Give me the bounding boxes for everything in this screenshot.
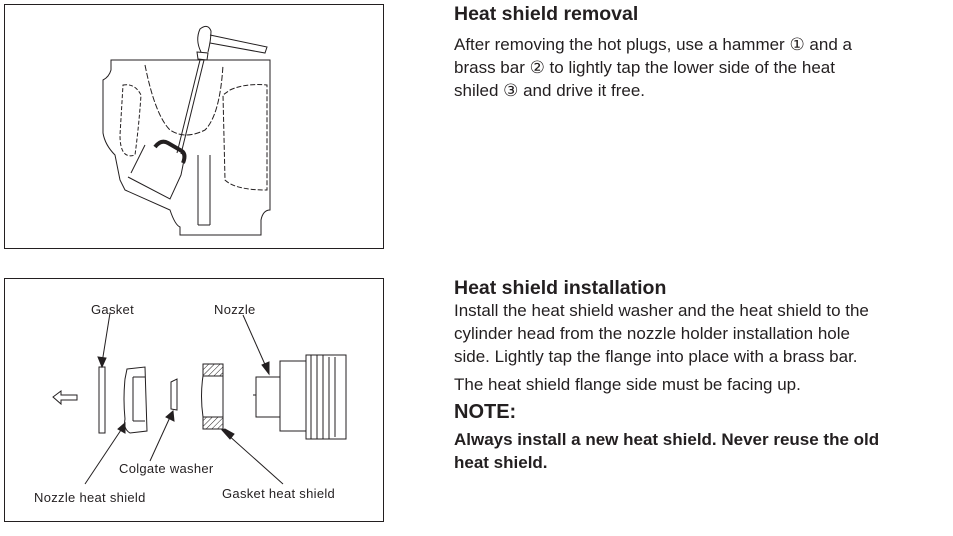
installation-paragraph: Install the heat shield washer and the h…: [454, 299, 949, 368]
removal-paragraph: After removing the hot plugs, use a hamm…: [454, 33, 949, 102]
cylinder-head-hammer-illustration: [102, 25, 271, 236]
exploded-parts-illustration: [52, 312, 347, 485]
paragraph-line: Install the heat shield washer and the h…: [454, 301, 869, 320]
label-nozzle-heat-shield: Nozzle heat shield: [34, 490, 146, 505]
paragraph-line: shiled ③ and drive it free.: [454, 81, 646, 100]
note-line: heat shield.: [454, 452, 548, 472]
heat-shield-installation-section: Heat shield installation Install the hea…: [454, 277, 949, 474]
paragraph-line: brass bar ② to lightly tap the lower sid…: [454, 58, 835, 77]
note-heading: NOTE:: [454, 401, 517, 423]
label-gasket: Gasket: [91, 302, 134, 317]
label-nozzle: Nozzle: [214, 302, 256, 317]
note-line: Always install a new heat shield. Never …: [454, 430, 880, 449]
label-colgate-washer: Colgate washer: [119, 461, 214, 476]
paragraph-line: cylinder head from the nozzle holder ins…: [454, 324, 850, 343]
label-gasket-heat-shield: Gasket heat shield: [222, 486, 336, 501]
paragraph-line: After removing the hot plugs, use a hamm…: [454, 35, 852, 54]
direction-arrow-icon: [52, 390, 78, 406]
flange-note: The heat shield flange side must be faci…: [454, 375, 801, 394]
note-text: Always install a new heat shield. Never …: [454, 429, 949, 474]
section-heading: Heat shield removal: [454, 3, 639, 25]
heat-shield-removal-figure: [4, 4, 384, 249]
heat-shield-removal-section: Heat shield removal After removing the h…: [454, 3, 949, 102]
section-heading: Heat shield installation: [454, 277, 667, 299]
heat-shield-installation-figure: Gasket Nozzle Colgate washer Nozzle heat…: [4, 278, 384, 522]
paragraph-line: side. Lightly tap the flange into place …: [454, 347, 858, 366]
